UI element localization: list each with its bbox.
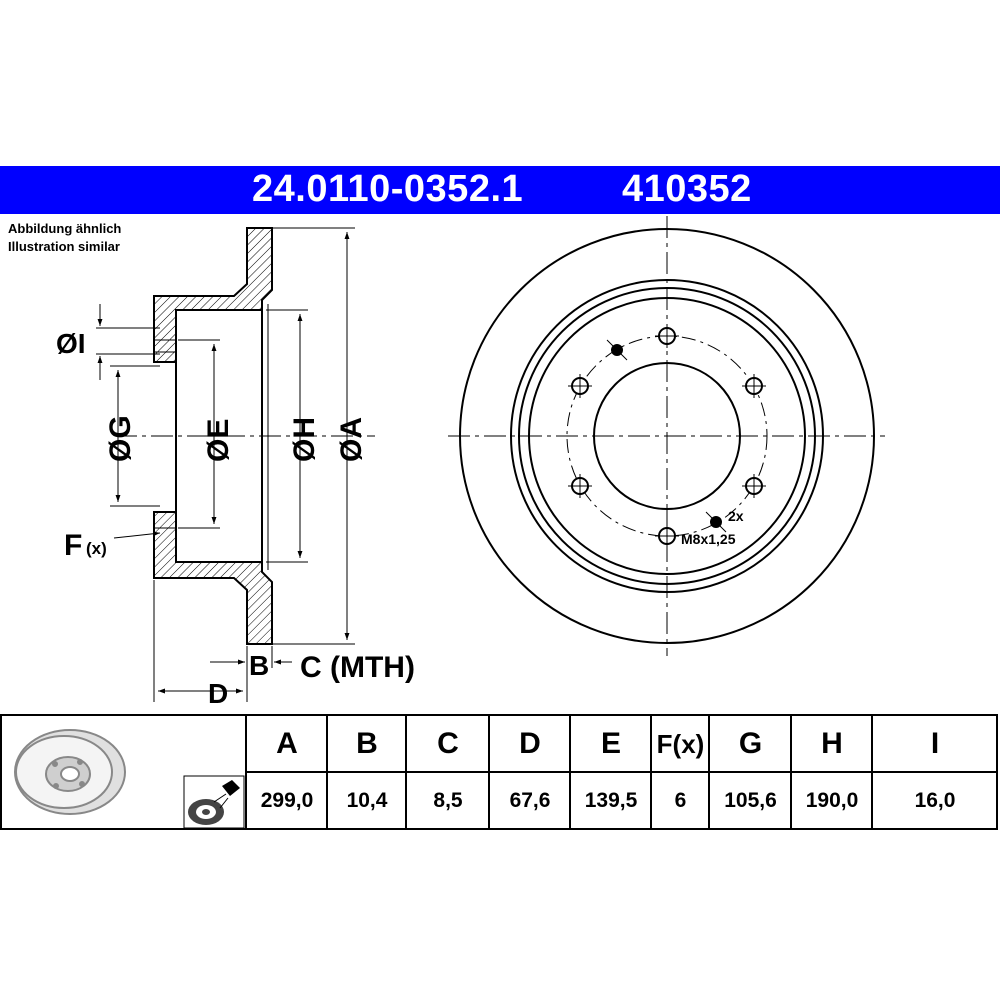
dim-a-label: ØA: [335, 417, 368, 462]
spec-table-grid: [0, 714, 998, 830]
value-e: 139,5: [584, 789, 638, 812]
header-f: F(x): [656, 728, 705, 759]
f-label: F: [64, 529, 82, 562]
dim-e-label: ØE: [202, 419, 235, 462]
dim-d-label: D: [208, 678, 228, 709]
hat-outer: [518, 287, 816, 585]
header-b: B: [356, 727, 378, 760]
front-view: 2x M8x1,25: [448, 216, 885, 656]
note-german: Abbildung ähnlich: [8, 221, 122, 236]
value-c: 8,5: [433, 789, 463, 812]
value-d: 67,6: [509, 789, 551, 812]
f-suffix: (x): [86, 539, 107, 558]
disc-outer-edge: [459, 228, 875, 644]
dim-g-label: ØG: [104, 415, 137, 462]
section-bottom: [153, 511, 273, 645]
center-bore: [593, 362, 741, 510]
friction-ring-inner: [510, 279, 824, 593]
dim-h-label: ØH: [288, 417, 321, 462]
header-h: H: [821, 727, 843, 760]
dim-c-label: C (MTH): [300, 651, 415, 684]
header-a: A: [276, 727, 298, 760]
note-english: Illustration similar: [8, 239, 120, 254]
thread-label: M8x1,25: [681, 531, 736, 547]
part-number: 24.0110-0352.1: [252, 168, 524, 210]
hole-count-label: 2x: [728, 508, 744, 524]
value-b: 10,4: [346, 789, 388, 812]
technical-drawing: ØA ØH ØE ØG ØI F (x) B C (MTH): [56, 216, 885, 709]
header-e: E: [600, 727, 621, 760]
reference-number: 410352: [622, 168, 752, 210]
spec-table: A B C D E F(x) G H I 299,0 10,4 8,5 67,6…: [0, 714, 998, 830]
disc-cleaning-icon: [183, 775, 245, 829]
brake-disc-icon: [14, 729, 126, 815]
header-i: I: [930, 727, 940, 760]
title-bar: 24.0110-0352.1 410352: [0, 166, 1000, 214]
header-d: D: [519, 727, 541, 760]
value-h: 190,0: [805, 789, 859, 812]
header-c: C: [437, 727, 459, 760]
cross-section-view: ØA ØH ØE ØG ØI F (x) B C (MTH): [56, 227, 415, 709]
value-g: 105,6: [724, 789, 777, 812]
value-f: 6: [674, 789, 687, 812]
hat-inner: [528, 297, 806, 575]
dim-i-label: ØI: [56, 328, 86, 359]
value-a: 299,0: [260, 789, 314, 812]
dim-b-label: B: [249, 650, 269, 681]
value-i: 16,0: [914, 789, 956, 812]
section-top: [153, 227, 273, 363]
header-g: G: [738, 727, 763, 760]
